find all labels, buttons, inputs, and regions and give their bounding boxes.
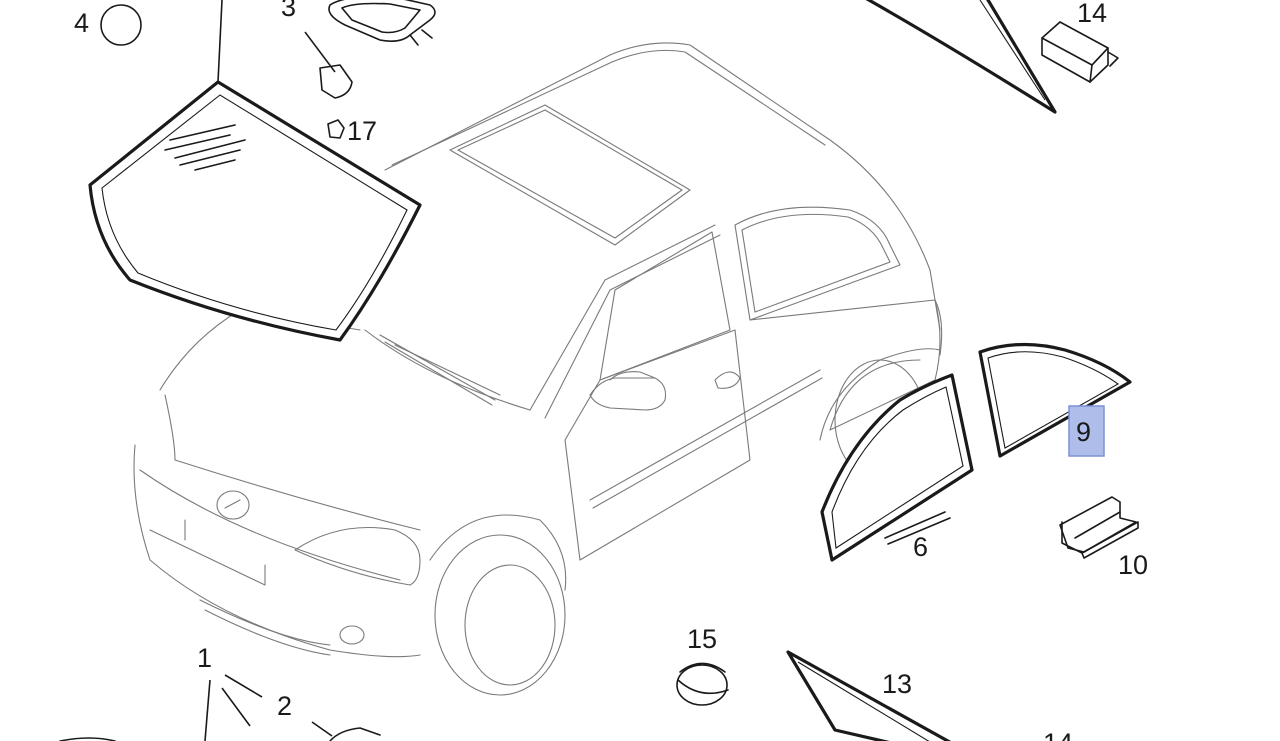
callout-6: 6 (913, 532, 928, 562)
part-13-rear-glass (786, 650, 952, 741)
callout-9: 9 (1076, 417, 1091, 447)
callout-4: 4 (74, 8, 89, 38)
callout-2: 2 (277, 691, 292, 721)
callout-9-highlight (1068, 405, 1105, 457)
part-15-cap (676, 662, 729, 706)
callout-3: 3 (281, 0, 296, 22)
leaders-1-2 (59, 674, 381, 741)
leader-windshield (217, 0, 223, 83)
part-17-clip (327, 119, 345, 139)
part-10-channel (1059, 496, 1139, 559)
part-14-top-block (1041, 21, 1119, 83)
callout-14-bottom: 14 (1043, 728, 1073, 741)
callout-17: 17 (347, 116, 377, 146)
part-9-quarter-glass (978, 342, 1132, 458)
part-3-bracket (319, 0, 436, 99)
part-6-door-glass (820, 373, 974, 562)
windshield-part (88, 80, 422, 342)
leader-3 (304, 31, 336, 73)
callout-15: 15 (687, 624, 717, 654)
part-4-disc (100, 4, 142, 46)
callout-14-top: 14 (1077, 0, 1107, 28)
rear-glass-top (865, 0, 1057, 114)
car-body-outline (133, 42, 943, 696)
callout-1: 1 (197, 643, 212, 673)
callout-13: 13 (882, 669, 912, 699)
callout-10: 10 (1118, 550, 1148, 580)
